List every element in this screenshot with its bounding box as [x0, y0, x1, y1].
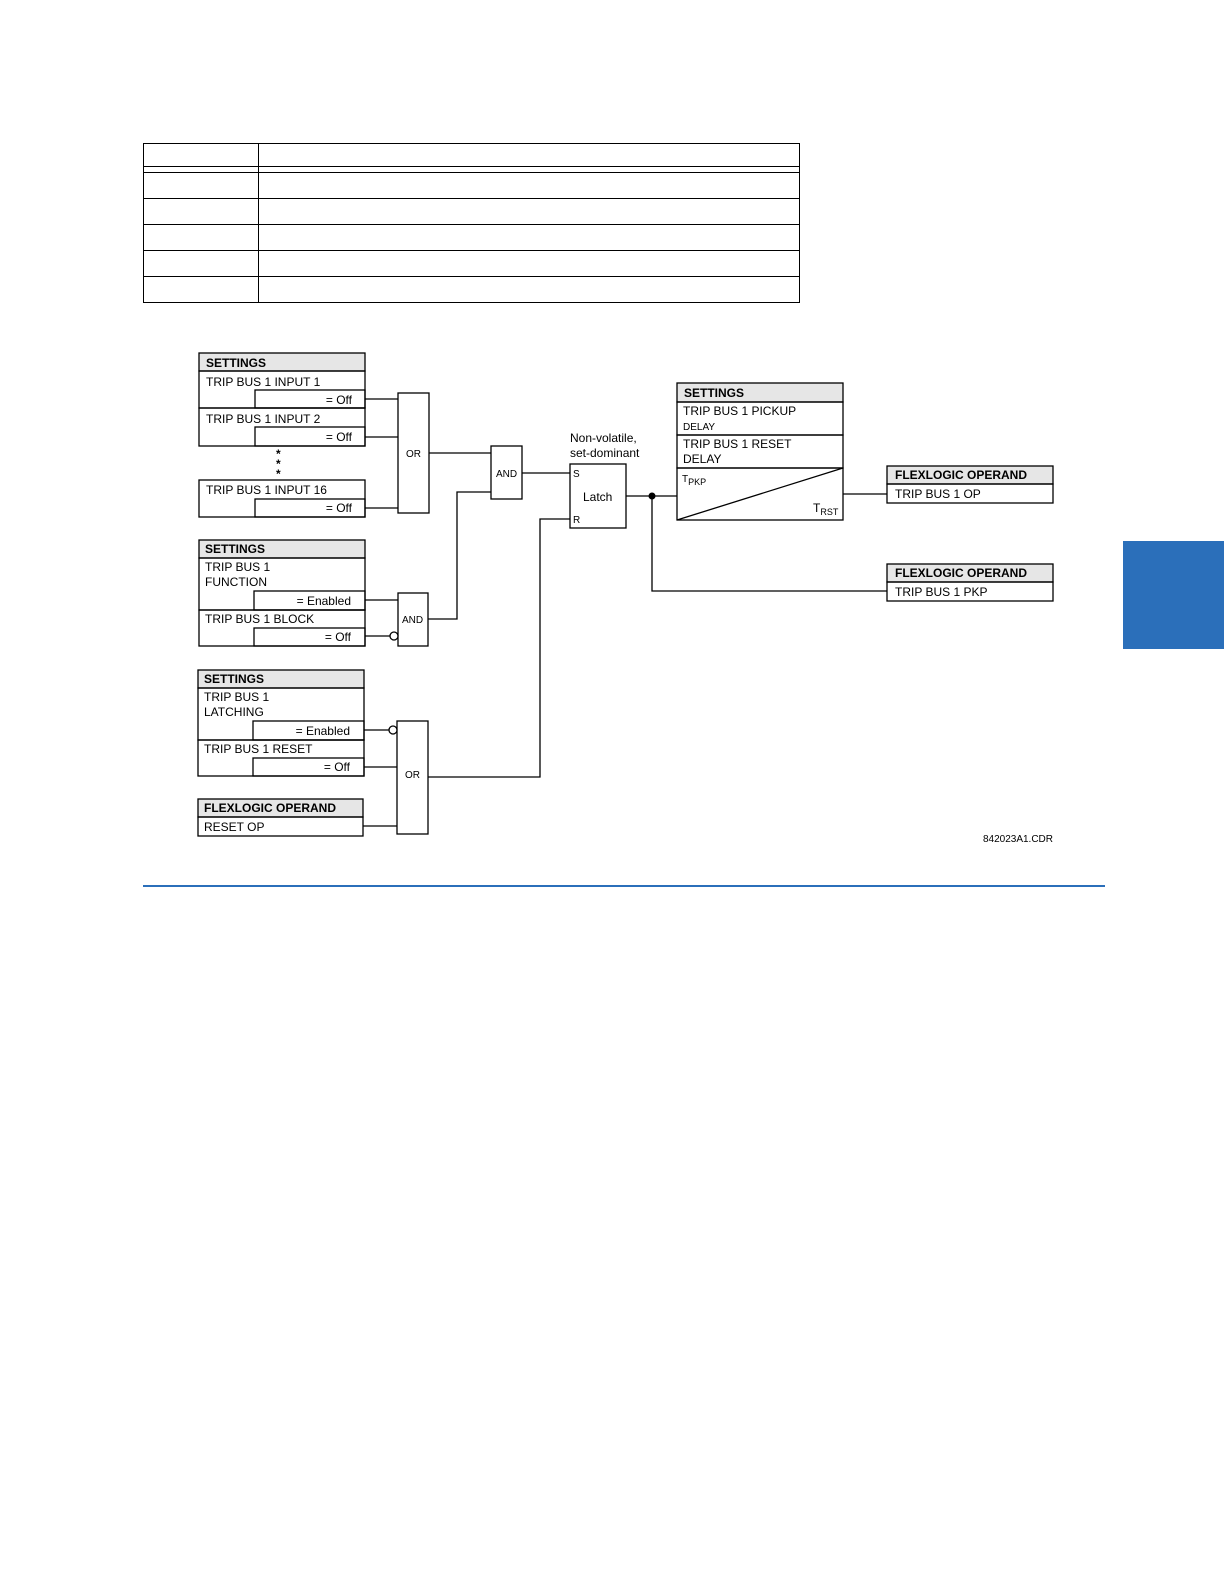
- trip-bus-input-16-label: TRIP BUS 1 INPUT 16: [206, 483, 327, 497]
- table-cell: [258, 276, 800, 303]
- inverter-circle: [388, 725, 398, 735]
- figure-code: 842023A1.CDR: [983, 834, 1053, 845]
- ellipsis-star: *: [276, 447, 281, 461]
- off-value: = Off: [325, 630, 352, 644]
- and-gate-label: AND: [496, 469, 517, 480]
- off-value: = Off: [326, 430, 353, 444]
- settings-header: SETTINGS: [205, 542, 265, 556]
- latch-note-line2: set-dominant: [570, 446, 640, 460]
- settings-block-inputs: [198, 352, 366, 518]
- operand-op-label: TRIP BUS 1 OP: [895, 487, 981, 501]
- latch-reset-label: R: [573, 515, 580, 526]
- flexlogic-header: FLEXLOGIC OPERAND: [895, 566, 1027, 580]
- settings-block-timer: [676, 382, 844, 521]
- section-divider: [143, 885, 1105, 887]
- settings-header: SETTINGS: [684, 386, 744, 400]
- and-gate-label: AND: [402, 615, 423, 626]
- settings-header: SETTINGS: [206, 356, 266, 370]
- ellipsis-star: *: [276, 467, 281, 481]
- flexlogic-header: FLEXLOGIC OPERAND: [895, 468, 1027, 482]
- enabled-value: = Enabled: [296, 724, 350, 738]
- reset-op-label: RESET OP: [204, 820, 264, 834]
- flexlogic-operand-op: [886, 465, 1054, 504]
- operand-pkp-label: TRIP BUS 1 PKP: [895, 585, 987, 599]
- table-cell: [143, 276, 259, 303]
- off-value: = Off: [326, 393, 353, 407]
- or-gate-label: OR: [406, 449, 421, 460]
- settings-block-latching: [197, 669, 365, 777]
- latching-label-line1: TRIP BUS 1: [204, 690, 269, 704]
- table-cell: [258, 198, 800, 225]
- table-cell: [258, 224, 800, 251]
- or-gate-label: OR: [405, 770, 420, 781]
- off-value: = Off: [324, 760, 351, 774]
- trip-bus-input-2-label: TRIP BUS 1 INPUT 2: [206, 412, 321, 426]
- function-label-line2: FUNCTION: [205, 575, 267, 589]
- table-row: [143, 276, 800, 303]
- enabled-value: = Enabled: [297, 594, 351, 608]
- flexlogic-header: FLEXLOGIC OPERAND: [204, 801, 336, 815]
- pickup-delay-line1: TRIP BUS 1 PICKUP: [683, 404, 796, 418]
- trst-label: TRST: [813, 501, 839, 517]
- chapter-side-tab: [1123, 541, 1224, 649]
- trip-bus-input-1-label: TRIP BUS 1 INPUT 1: [206, 375, 321, 389]
- reset-delay-line1: TRIP BUS 1 RESET: [683, 437, 792, 451]
- ellipsis-star: *: [276, 457, 281, 471]
- flexlogic-operand-reset: [197, 798, 364, 837]
- latching-label-line2: LATCHING: [204, 705, 264, 719]
- block-label: TRIP BUS 1 BLOCK: [205, 612, 314, 626]
- reset-label: TRIP BUS 1 RESET: [204, 742, 313, 756]
- pickup-delay-line2: DELAY: [683, 422, 715, 433]
- reset-delay-line2: DELAY: [683, 452, 721, 466]
- function-label-line1: TRIP BUS 1: [205, 560, 270, 574]
- settings-header: SETTINGS: [204, 672, 264, 686]
- table-row: [143, 172, 800, 199]
- empty-table: [143, 143, 800, 303]
- table-cell: [258, 172, 800, 199]
- latch-label: Latch: [583, 490, 612, 504]
- flexlogic-operand-pkp: [886, 563, 1054, 602]
- settings-block-function: [198, 539, 366, 647]
- latch-note-line1: Non-volatile,: [570, 431, 637, 445]
- off-value: = Off: [326, 501, 353, 515]
- latch-set-label: S: [573, 469, 580, 480]
- inverter-circle: [389, 631, 399, 641]
- table-row: [143, 198, 800, 225]
- tpkp-label: TPKP: [682, 474, 706, 487]
